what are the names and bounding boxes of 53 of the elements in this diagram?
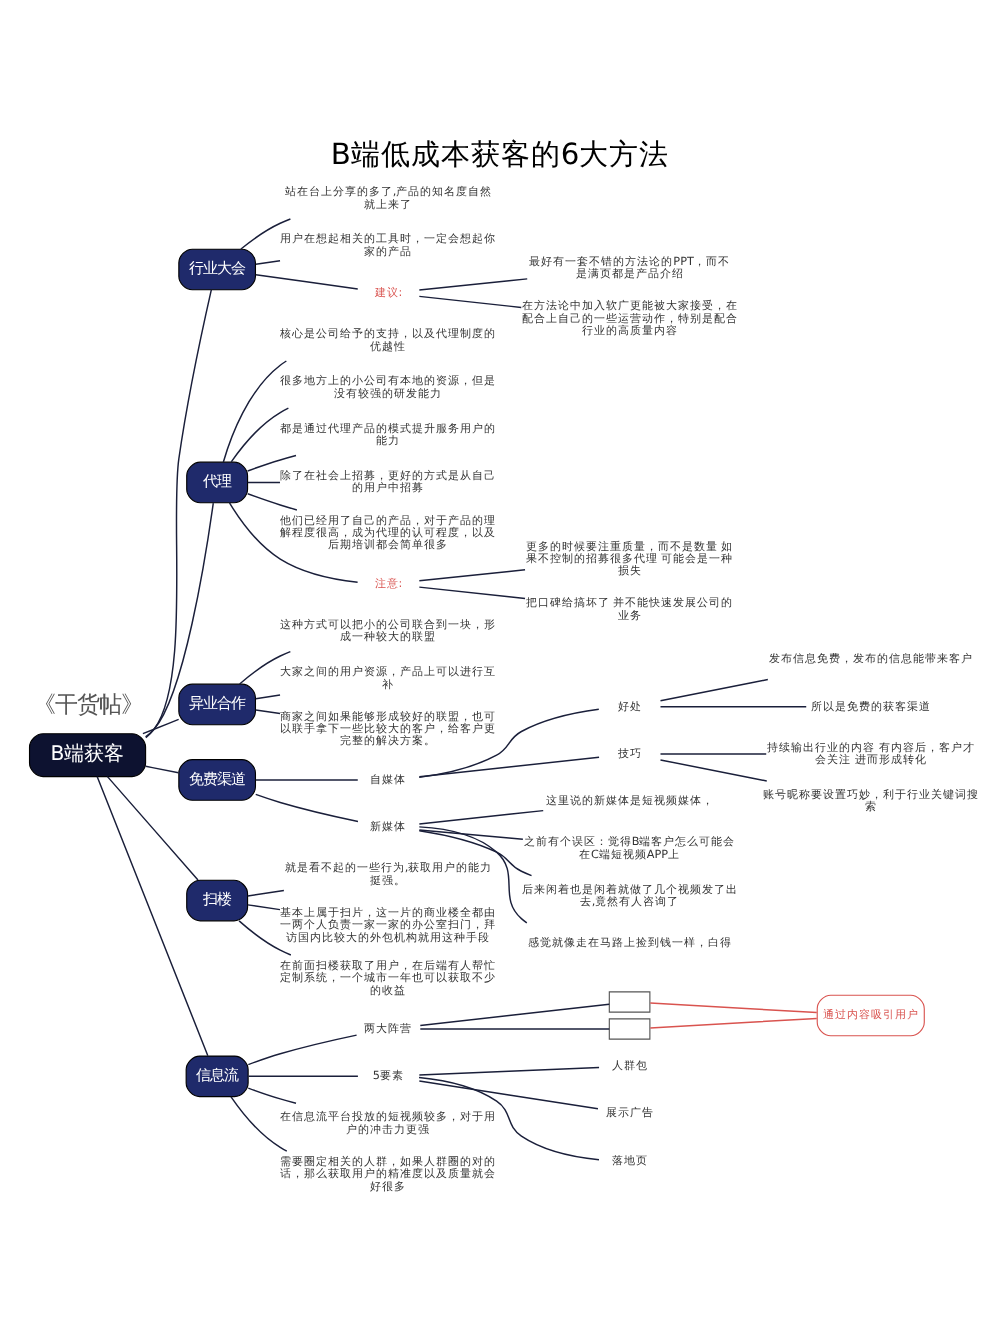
connector xyxy=(106,775,199,881)
connector xyxy=(659,678,769,702)
connector xyxy=(96,776,209,1057)
node-box xyxy=(608,991,651,1013)
label: 《干货帖》 xyxy=(32,692,143,719)
connector xyxy=(418,829,524,840)
node-box xyxy=(608,1018,651,1040)
connector xyxy=(246,454,297,472)
connector xyxy=(145,289,213,739)
connector xyxy=(247,493,298,511)
connector xyxy=(247,481,281,484)
connector xyxy=(144,502,214,738)
connector xyxy=(418,809,544,825)
connector xyxy=(418,1066,600,1076)
connector xyxy=(418,1076,600,1161)
connector xyxy=(418,586,526,600)
connector xyxy=(247,1075,359,1078)
connector xyxy=(240,218,292,250)
connector xyxy=(255,709,281,715)
connector xyxy=(418,569,526,582)
connector xyxy=(247,904,281,911)
connector xyxy=(255,274,359,290)
connector xyxy=(418,278,528,291)
diagram-title: B端低成本获客的6大方法 xyxy=(330,138,670,173)
connector xyxy=(418,295,522,309)
connector xyxy=(418,826,528,924)
connector xyxy=(144,765,180,774)
connector xyxy=(418,756,600,778)
connector xyxy=(659,759,768,782)
connector xyxy=(418,1080,599,1110)
connector xyxy=(659,753,767,755)
connector xyxy=(238,920,292,956)
connector xyxy=(247,1087,297,1105)
connector xyxy=(255,793,359,823)
connector xyxy=(418,829,533,877)
connector xyxy=(230,407,290,463)
connector xyxy=(222,360,288,463)
connector xyxy=(419,1003,610,1027)
connector xyxy=(419,1028,610,1030)
connector xyxy=(418,708,600,779)
connector xyxy=(255,260,281,265)
connector xyxy=(649,1002,818,1014)
connector xyxy=(649,1017,818,1029)
connector xyxy=(142,718,180,735)
connector xyxy=(230,1096,288,1152)
node-box: B端获客 xyxy=(28,733,147,778)
connector xyxy=(247,889,285,897)
connector xyxy=(228,502,359,583)
connector xyxy=(659,706,807,708)
connector xyxy=(247,1034,358,1066)
connector xyxy=(255,779,359,781)
connector xyxy=(255,694,281,700)
connector xyxy=(238,650,292,685)
